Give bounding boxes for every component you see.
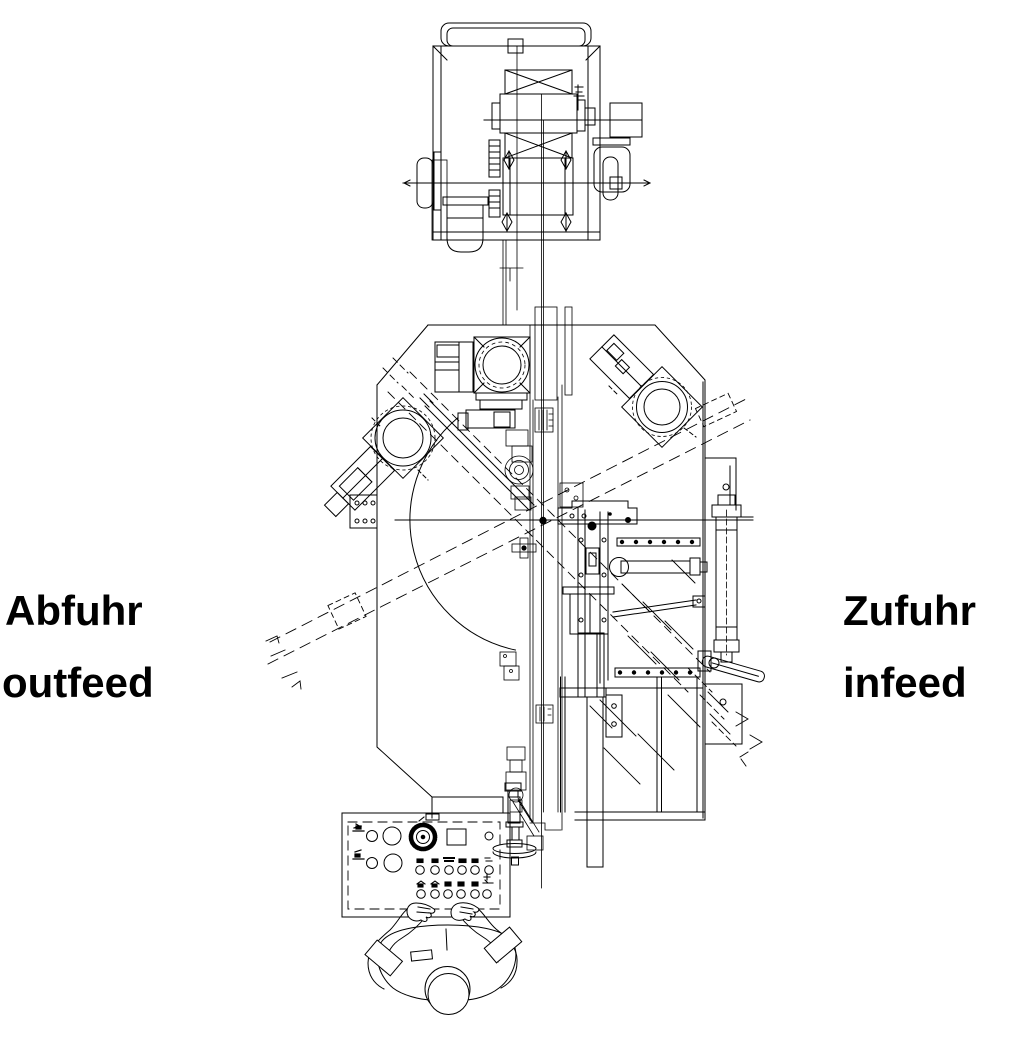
band-wheel-upper	[483, 69, 643, 134]
bracket-upper	[704, 457, 737, 511]
head-bracket-right	[573, 84, 643, 146]
table-top-plate	[557, 500, 638, 525]
label-infeed-en: infeed	[843, 659, 967, 706]
clamp-bolt	[511, 537, 537, 559]
band-wheel-lower	[502, 132, 574, 216]
indicator-small-1	[366, 830, 378, 842]
push-button-row-1[interactable]	[415, 857, 494, 881]
swivel-range-dashed-lines	[265, 357, 763, 767]
handwheel[interactable]	[492, 843, 537, 854]
connector-box-upper	[534, 407, 554, 433]
workpiece-centerline	[394, 516, 754, 525]
operator-hand-right	[450, 902, 480, 921]
handwheel-assembly	[492, 782, 537, 866]
operator-badge	[410, 949, 434, 962]
operator-cuff-right	[483, 926, 523, 964]
bracket-lower	[704, 683, 743, 745]
table-frame	[559, 676, 704, 813]
indicator-small-2	[366, 857, 378, 869]
mount-plate	[349, 494, 378, 529]
panel-icon-1	[352, 823, 365, 832]
table-rail-bottom	[614, 667, 701, 678]
indicator-large-2	[383, 853, 403, 873]
label-infeed-de: Zufuhr	[843, 587, 976, 634]
blade-guide-lower	[505, 746, 544, 851]
pivot-point	[539, 516, 547, 525]
label-outfeed-de: Abfuhr	[5, 587, 143, 634]
clamp-lever	[701, 655, 765, 683]
table-hatching	[589, 559, 701, 785]
motor-top	[434, 336, 531, 431]
infeed-table	[557, 500, 708, 868]
button-icons	[416, 857, 493, 881]
arc-end-bracket	[499, 651, 520, 681]
button-icons	[416, 879, 494, 888]
swivel-arc	[409, 417, 516, 651]
control-knob[interactable]	[408, 816, 438, 852]
motor-right	[589, 334, 704, 449]
label-outfeed-en: outfeed	[2, 659, 154, 706]
side-wheel-right	[593, 146, 631, 201]
connector-box-lower	[535, 704, 554, 724]
table-rail-top	[616, 537, 701, 547]
tension-bolts	[488, 139, 572, 233]
blade-guide-center	[504, 429, 534, 511]
clamp-rod	[586, 696, 604, 868]
guide-arm	[419, 393, 535, 511]
head-motor	[442, 196, 489, 253]
panel-button-round[interactable]	[484, 831, 494, 841]
saw-head-assembly	[402, 22, 652, 253]
material-clamp	[559, 507, 623, 868]
panel-display	[446, 828, 467, 846]
roller-column	[697, 457, 765, 745]
side-wheel-left	[402, 151, 652, 241]
panel-icon-2	[352, 849, 365, 860]
control-panel	[341, 796, 511, 918]
indicator-large-1	[382, 826, 402, 846]
push-button-row-2[interactable]	[416, 879, 494, 899]
operator-figure	[364, 902, 523, 1015]
blade-column	[499, 45, 584, 889]
operator-cuff-left	[364, 939, 404, 977]
feed-screw	[609, 557, 708, 618]
motor-left	[323, 396, 445, 518]
head-handle	[440, 22, 592, 47]
